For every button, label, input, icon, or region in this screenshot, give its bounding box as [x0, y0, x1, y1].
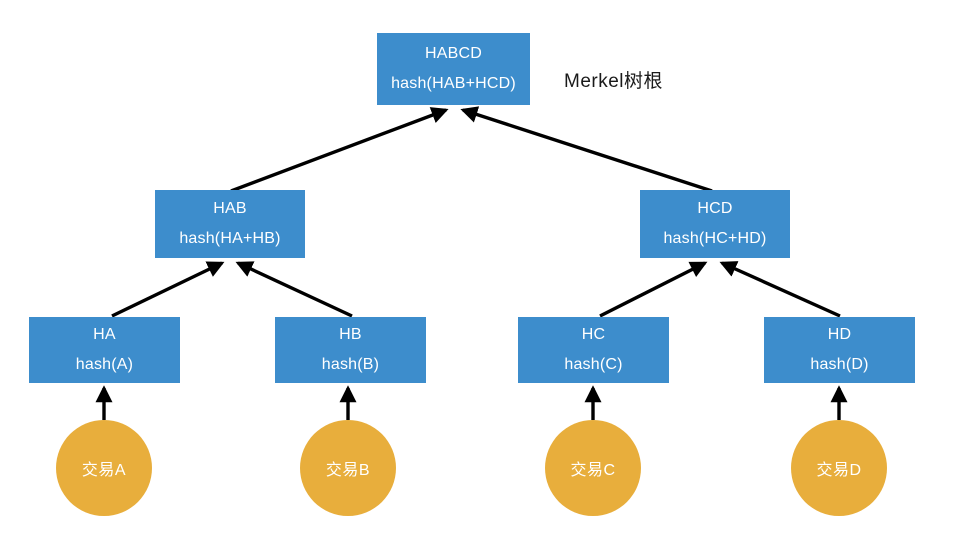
transaction-d-label: 交易D: [816, 462, 862, 479]
transaction-circle-c[interactable]: 交易C: [545, 420, 641, 516]
node-root-habcd[interactable]: HABCD hash(HAB+HCD): [377, 33, 530, 105]
transaction-circle-b[interactable]: 交易B: [300, 420, 396, 516]
edge-hd-to-hcd: [719, 261, 841, 318]
node-hcd-hash: hash(HC+HD): [663, 230, 767, 247]
node-root-name: HABCD: [424, 45, 482, 62]
node-hb-name: HB: [339, 326, 362, 343]
transaction-a-label: 交易A: [81, 462, 127, 479]
transaction-circle-d[interactable]: 交易D: [791, 420, 887, 516]
node-ha-name: HA: [93, 326, 116, 343]
edge-hc-to-hcd: [599, 261, 708, 318]
node-branch-hcd[interactable]: HCD hash(HC+HD): [640, 190, 790, 258]
node-hab-name: HAB: [213, 200, 247, 217]
node-leaf-ha[interactable]: HA hash(A): [29, 317, 180, 383]
node-ha-hash: hash(A): [75, 356, 134, 373]
node-leaf-hc[interactable]: HC hash(C): [518, 317, 669, 383]
node-hb-hash: hash(B): [321, 356, 380, 373]
node-hd-hash: hash(D): [810, 356, 869, 373]
edge-ha-to-hab: [111, 261, 225, 318]
transaction-circle-a[interactable]: 交易A: [56, 420, 152, 516]
node-root-hash: hash(HAB+HCD): [391, 75, 516, 92]
edge-hab-to-root: [230, 107, 449, 193]
node-hc-name: HC: [581, 326, 606, 343]
node-hcd-name: HCD: [697, 200, 733, 217]
node-branch-hab[interactable]: HAB hash(HA+HB): [155, 190, 305, 258]
transaction-b-label: 交易B: [325, 462, 371, 479]
edge-hb-to-hab: [235, 261, 353, 318]
node-hab-hash: hash(HA+HB): [179, 230, 281, 247]
merkel-root-label: Merkel树根: [564, 71, 664, 92]
node-leaf-hb[interactable]: HB hash(B): [275, 317, 426, 383]
node-leaf-hd[interactable]: HD hash(D): [764, 317, 915, 383]
transaction-c-label: 交易C: [570, 462, 616, 479]
node-hd-name: HD: [827, 326, 852, 343]
node-hc-hash: hash(C): [564, 356, 623, 373]
edge-hcd-to-root: [460, 106, 713, 193]
